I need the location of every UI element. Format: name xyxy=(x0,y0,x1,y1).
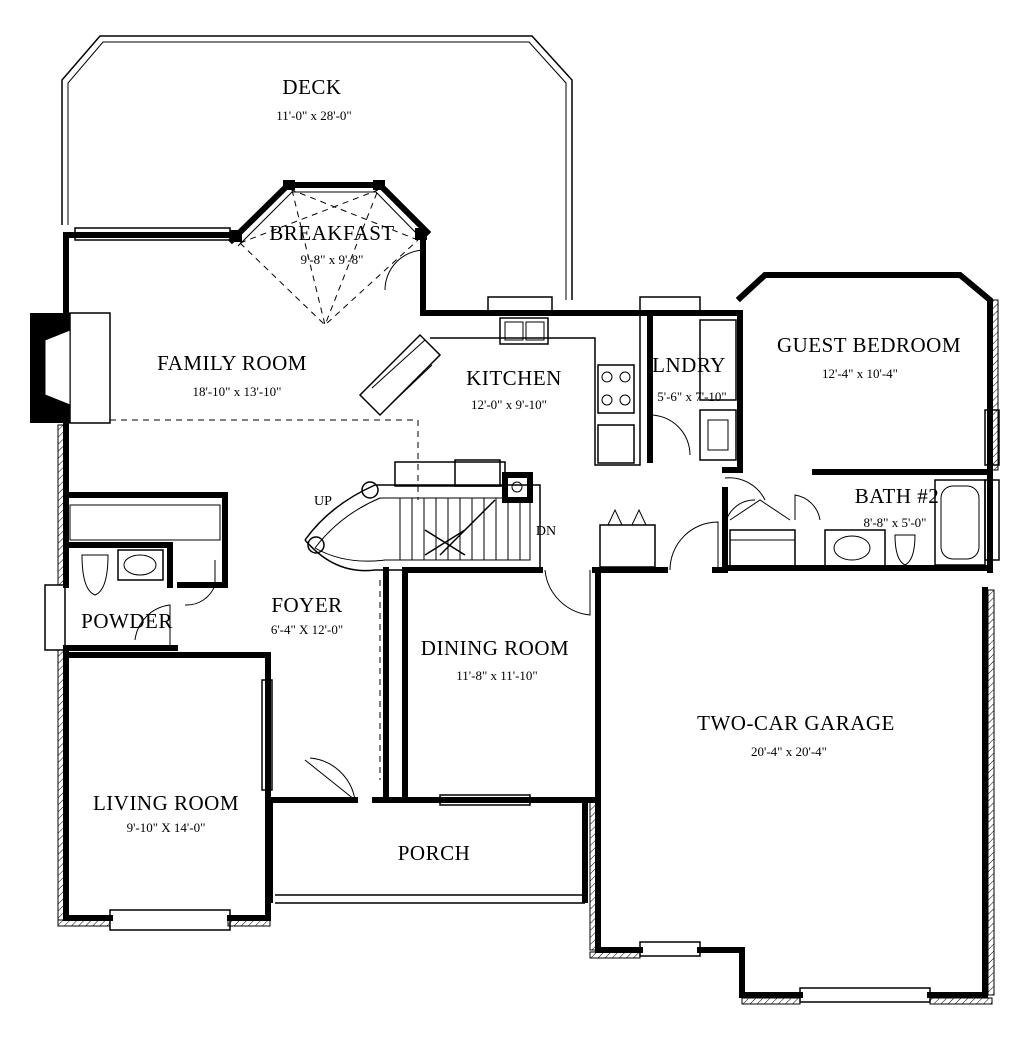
garage-dim: 20'-4" x 20'-4" xyxy=(751,744,827,759)
guest-bedroom-name: GUEST BEDROOM xyxy=(777,333,961,357)
exterior-hatching xyxy=(57,299,999,1005)
family-room-dim: 18'-10" x 13'-10" xyxy=(193,384,282,399)
stairs-up-label: UP xyxy=(314,494,332,509)
foyer-name: FOYER xyxy=(271,593,342,617)
porch-name: PORCH xyxy=(398,841,471,865)
powder-name: POWDER xyxy=(81,609,173,633)
deck-outline xyxy=(61,35,573,300)
powder-room xyxy=(63,492,228,651)
laundry-dim: 5'-6" x 7'-10" xyxy=(657,389,726,404)
bath2-dim: 8'-8" x 5'-0" xyxy=(864,515,927,530)
living-room-dim: 9'-10" X 14'-0" xyxy=(127,820,206,835)
guest-bedroom-dim: 12'-4" x 10'-4" xyxy=(822,366,898,381)
kitchen-name: KITCHEN xyxy=(466,366,562,390)
fireplace xyxy=(30,312,111,424)
room-labels: DECK 11'-0" x 28'-0" BREAKFAST 9'-8" x 9… xyxy=(81,75,961,865)
windows xyxy=(44,227,1000,1003)
bath-fixtures xyxy=(729,479,986,567)
doors xyxy=(304,477,821,801)
bath2-name: BATH #2 xyxy=(855,484,940,508)
stairs-down-label: DN xyxy=(536,524,556,539)
staircase xyxy=(304,459,541,572)
laundry-name: LNDRY xyxy=(652,353,726,377)
foyer-dim: 6'-4" X 12'-0" xyxy=(271,622,343,637)
deck-dim: 11'-0" x 28'-0" xyxy=(276,108,351,123)
breakfast-dim: 9'-8" x 9'-8" xyxy=(301,252,364,267)
dining-room-name: DINING ROOM xyxy=(421,636,569,660)
kitchen-dim: 12'-0" x 9'-10" xyxy=(471,397,547,412)
garage-name: TWO-CAR GARAGE xyxy=(697,711,895,735)
living-room-name: LIVING ROOM xyxy=(93,791,239,815)
breakfast-name: BREAKFAST xyxy=(269,221,394,245)
dining-room-dim: 11'-8" x 11'-10" xyxy=(456,668,538,683)
garage-fixtures xyxy=(599,508,656,568)
family-room-name: FAMILY ROOM xyxy=(157,351,307,375)
deck-name: DECK xyxy=(282,75,341,99)
interior-partitions xyxy=(110,310,737,780)
